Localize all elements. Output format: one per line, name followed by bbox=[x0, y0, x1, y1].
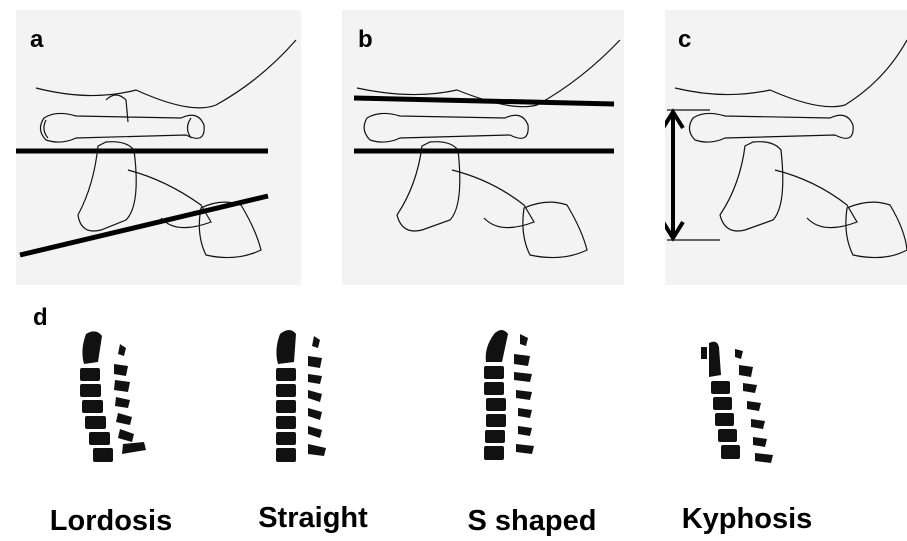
c4-outline bbox=[846, 202, 907, 257]
panel-b-label: b bbox=[358, 28, 373, 52]
caption-lordosis: Lordosis bbox=[36, 505, 186, 538]
c3-outline bbox=[452, 170, 534, 228]
panel-a: a bbox=[16, 10, 301, 285]
c4-outline bbox=[523, 202, 587, 257]
panel-c-drawing bbox=[665, 10, 907, 285]
occiput-outline bbox=[675, 40, 907, 107]
atlas-outline bbox=[689, 113, 853, 142]
occiput-outline bbox=[36, 40, 296, 108]
caption-kyphosis: Kyphosis bbox=[672, 503, 822, 536]
panel-c: c bbox=[665, 10, 907, 285]
panel-b: b bbox=[342, 10, 624, 285]
panel-c-label: c bbox=[678, 28, 691, 52]
c3-outline bbox=[775, 170, 857, 228]
mcgregor-line bbox=[354, 98, 614, 104]
c7-line bbox=[20, 196, 268, 255]
panel-b-drawing bbox=[342, 10, 624, 285]
atlas-outline bbox=[364, 113, 528, 142]
caption-straight: Straight bbox=[238, 502, 388, 535]
axis-outline bbox=[78, 142, 136, 231]
panel-d-label: d bbox=[33, 306, 48, 330]
axis-outline bbox=[397, 142, 460, 231]
panel-a-label: a bbox=[30, 28, 43, 52]
s-shaped-spine-silhouette bbox=[476, 322, 556, 467]
atlas-outline bbox=[40, 95, 204, 142]
panel-a-drawing bbox=[16, 10, 301, 285]
caption-s-shaped: S shaped bbox=[452, 505, 612, 538]
axis-outline bbox=[720, 142, 783, 231]
straight-spine-silhouette bbox=[266, 322, 346, 467]
lordosis-spine-silhouette bbox=[68, 322, 158, 467]
kyphosis-spine-silhouette bbox=[695, 325, 785, 470]
